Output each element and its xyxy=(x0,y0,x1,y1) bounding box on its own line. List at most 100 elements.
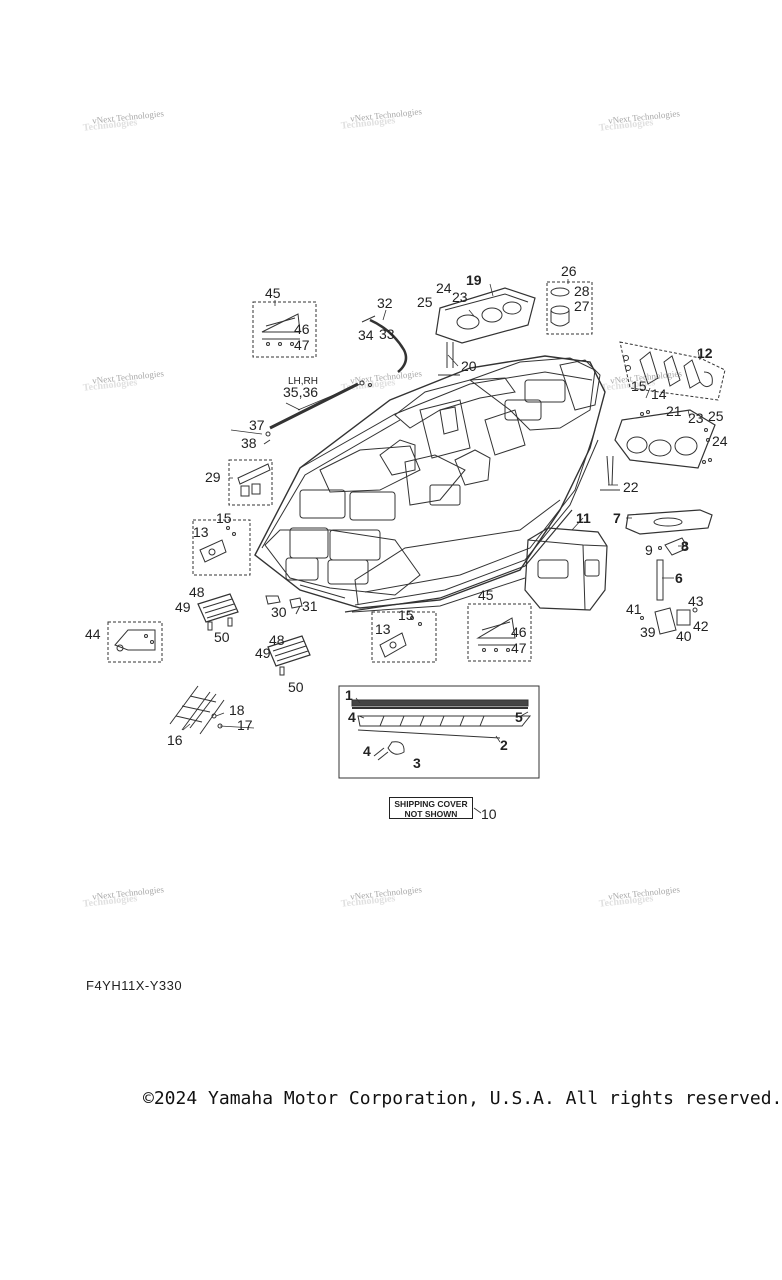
callout-48: 48 xyxy=(269,632,285,648)
callout-40: 40 xyxy=(676,628,692,644)
callout-24: 24 xyxy=(436,280,452,296)
pole-6 xyxy=(656,559,664,601)
callout-13: 13 xyxy=(193,524,209,540)
screw-hardware xyxy=(263,439,271,445)
callout-numbers: 45 46 47 19 24 25 23 26 28 27 20 32 34 3… xyxy=(85,263,728,771)
callout-22: 22 xyxy=(623,479,639,495)
callout-18: 18 xyxy=(229,702,245,718)
callout-25: 25 xyxy=(417,294,433,310)
chock-box-center xyxy=(371,611,437,663)
callout-47: 47 xyxy=(294,337,310,353)
callout-23: 23 xyxy=(688,410,704,426)
callout-46: 46 xyxy=(511,624,527,640)
callout-12: 12 xyxy=(697,345,713,361)
callout-50: 50 xyxy=(288,679,304,695)
step-pad-left xyxy=(197,593,239,631)
copyright-notice: ©2024 Yamaha Motor Corporation, U.S.A. A… xyxy=(143,1088,782,1109)
grab-handle xyxy=(361,315,408,373)
callout-11: 11 xyxy=(576,510,591,526)
callout-50: 50 xyxy=(214,629,230,645)
boarding-ladder xyxy=(169,685,225,735)
callout-14: 14 xyxy=(651,386,667,402)
chock-box-left xyxy=(192,519,251,576)
plate-44-box xyxy=(107,621,163,663)
decal-kit-box xyxy=(252,301,317,358)
callout-43: 43 xyxy=(688,593,704,609)
callout-1: 1 xyxy=(345,687,353,703)
callout-5: 5 xyxy=(515,709,523,725)
callout-19: 19 xyxy=(466,272,482,288)
callout-24: 24 xyxy=(712,433,728,449)
callout-23: 23 xyxy=(452,289,468,305)
callout-9: 9 xyxy=(645,542,653,558)
callout-46: 46 xyxy=(294,321,310,337)
callout-17: 17 xyxy=(237,717,253,733)
cup-holder-tray xyxy=(435,287,536,344)
callout-48: 48 xyxy=(189,584,205,600)
decal-kit-box xyxy=(467,603,532,662)
cushion-7 xyxy=(625,509,713,535)
callout-4: 4 xyxy=(363,743,371,759)
callout-30: 30 xyxy=(271,604,287,620)
bracket-8-9 xyxy=(658,537,689,556)
callout-6: 6 xyxy=(675,570,683,586)
post-22 xyxy=(600,455,620,491)
cooler xyxy=(524,527,608,611)
callout-21: 21 xyxy=(666,403,682,419)
callout-31: 31 xyxy=(302,598,318,614)
shipping-cover-line1: SHIPPING COVER xyxy=(394,799,468,809)
shipping-cover-line2: NOT SHOWN xyxy=(404,809,458,819)
lh-rh-label: LH,RH xyxy=(288,376,318,387)
callout-32: 32 xyxy=(377,295,393,311)
callout-45: 45 xyxy=(478,587,494,603)
cup-holder-box xyxy=(546,281,593,335)
callout-45: 45 xyxy=(265,285,281,301)
callout-42: 42 xyxy=(693,618,709,634)
rub-rail-box xyxy=(338,685,540,779)
callout-20: 20 xyxy=(461,358,477,374)
callout-41: 41 xyxy=(626,601,642,617)
callout-15: 15 xyxy=(631,378,647,394)
callout-33: 33 xyxy=(379,326,395,342)
callout-49: 49 xyxy=(175,599,191,615)
leader-lines xyxy=(182,279,701,814)
callout-15: 15 xyxy=(398,607,414,623)
step-pad-center xyxy=(267,635,311,676)
callout-49: 49 xyxy=(255,645,271,661)
post-bracket xyxy=(438,342,460,376)
callout-2: 2 xyxy=(500,737,508,753)
callout-26: 26 xyxy=(561,263,577,279)
storage-tray xyxy=(614,409,716,469)
cleat-box xyxy=(228,459,273,506)
callout-28: 28 xyxy=(574,283,590,299)
shipping-cover-note: SHIPPING COVER NOT SHOWN xyxy=(389,797,473,819)
callout-16: 16 xyxy=(167,732,183,748)
callout-37: 37 xyxy=(249,417,265,433)
boat-hull xyxy=(254,355,606,613)
callout-7: 7 xyxy=(613,510,621,526)
hinge-30-31 xyxy=(265,595,303,615)
fittings-39-43 xyxy=(640,607,698,635)
callout-35-36: 35,36 xyxy=(283,384,318,400)
callout-15: 15 xyxy=(216,510,232,526)
callout-13: 13 xyxy=(375,621,391,637)
callout-38: 38 xyxy=(241,435,257,451)
bow-fitting-box xyxy=(619,341,726,401)
callout-29: 29 xyxy=(205,469,221,485)
screw-hardware xyxy=(265,431,271,437)
callout-39: 39 xyxy=(640,624,656,640)
callout-4: 4 xyxy=(348,709,356,725)
callout-8: 8 xyxy=(681,538,689,554)
callout-44: 44 xyxy=(85,626,101,642)
callout-27: 27 xyxy=(574,298,590,314)
callout-34: 34 xyxy=(358,327,374,343)
callout-47: 47 xyxy=(511,640,527,656)
parts-diagram: 45 46 47 19 24 25 23 26 28 27 20 32 34 3… xyxy=(85,263,728,814)
diagram-code: F4YH11X-Y330 xyxy=(86,978,183,993)
callout-10: 10 xyxy=(481,806,497,822)
callout-25: 25 xyxy=(708,408,724,424)
callout-3: 3 xyxy=(413,755,421,771)
